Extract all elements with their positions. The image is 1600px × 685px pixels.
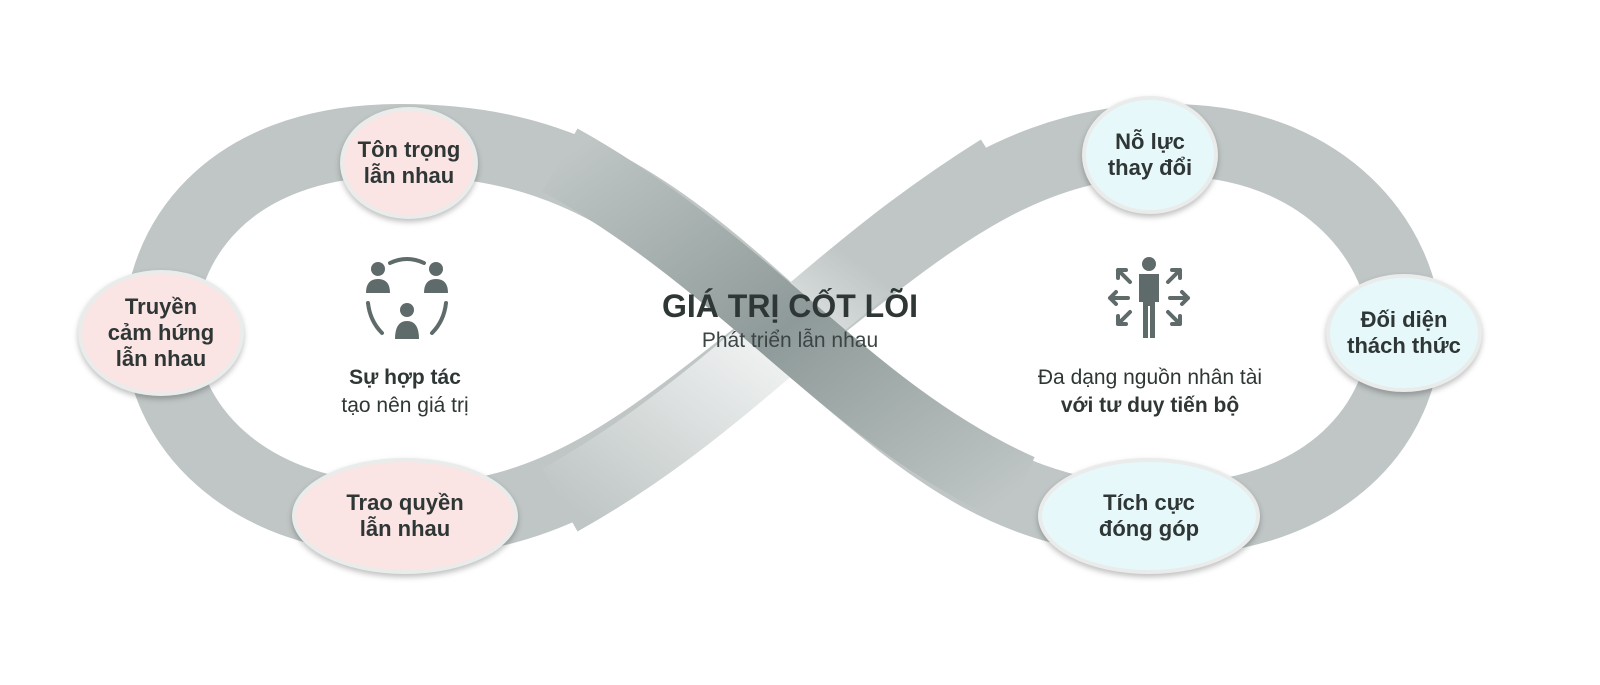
center-label: GIÁ TRỊ CỐT LÕI Phát triển lẫn nhau xyxy=(640,288,940,353)
right-caption: Đa dạng nguồn nhân tài với tư duy tiến b… xyxy=(1000,364,1300,420)
team-collaboration-icon xyxy=(366,257,448,339)
node-label: Nỗ lực thay đổi xyxy=(1107,129,1193,180)
node-respect: Tôn trọng lẫn nhau xyxy=(340,107,478,219)
node-contribute: Tích cực đóng góp xyxy=(1038,458,1260,574)
left-caption: Sự hợp tác tạo nên giá trị xyxy=(290,364,520,420)
node-empower: Trao quyền lẫn nhau xyxy=(292,458,518,574)
node-label: Tích cực đóng góp xyxy=(1098,490,1200,541)
person-expand-arrows-icon xyxy=(1108,257,1190,338)
center-title: GIÁ TRỊ CỐT LÕI xyxy=(662,288,918,324)
band-descending xyxy=(542,128,1035,523)
node-label: Truyền cảm hứng lẫn nhau xyxy=(107,294,215,371)
left-caption-text: tạo nên giá trị xyxy=(341,394,469,417)
node-face-challenges: Đối diện thách thức xyxy=(1326,274,1482,392)
node-label: Tôn trọng lẫn nhau xyxy=(357,137,461,188)
right-caption-text: Đa dạng nguồn nhân tài xyxy=(1037,366,1263,389)
node-inspire: Truyền cảm hứng lẫn nhau xyxy=(78,270,244,396)
node-effort-change: Nỗ lực thay đổi xyxy=(1082,96,1218,214)
node-label: Đối diện thách thức xyxy=(1347,307,1461,358)
right-caption-bold: với tư duy tiến bộ xyxy=(1060,394,1240,417)
center-subtitle: Phát triển lẫn nhau xyxy=(701,329,879,352)
left-caption-bold: Sự hợp tác xyxy=(349,366,461,389)
node-label: Trao quyền lẫn nhau xyxy=(346,490,464,541)
